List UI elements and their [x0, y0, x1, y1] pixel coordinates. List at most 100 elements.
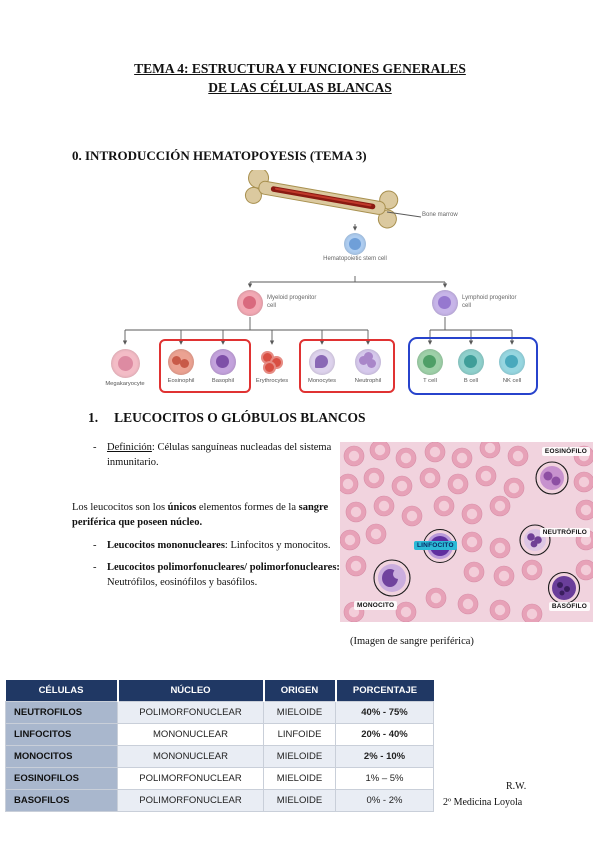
cell-label: Erythrocytes [255, 378, 289, 384]
red-highlight-eosinophil-basophil [159, 339, 251, 393]
cell-nucleus [180, 359, 189, 368]
para-bold-sangre: sangre periférica que poseen núcleo. [72, 502, 329, 529]
cell-celulas: NEUTROFILOS [5, 701, 118, 724]
definition-rest: : Células sanguíneas nucleadas del siste… [107, 442, 332, 469]
leucocitos-bullets: - Leucocitos mononucleares: Linfocitos y… [93, 538, 345, 598]
diagram-cell-monocytes: Monocytes [296, 349, 348, 384]
diagram-cell-b-cell: B cell [445, 349, 497, 384]
stem-cell-label: Hematopoietic stem cell [323, 256, 387, 262]
cell-origen: MIELOIDE [263, 767, 336, 790]
cell-nucleus [464, 355, 477, 368]
basofilo-label: BASÓFILO [548, 602, 590, 611]
cell-label: T cell [423, 378, 437, 384]
bullet-bold: Leucocitos polimorfonucleares/ polimorfo… [107, 562, 340, 574]
para-bold-unicos: únicos [167, 502, 197, 513]
linfocito-label: LINFOCITO [414, 541, 457, 550]
erythrocytes-illustration [259, 349, 285, 375]
para-pre: Los leucocitos son los [72, 502, 168, 513]
cell-label: Megakaryocyte [105, 381, 145, 387]
bullet-mononucleares: - Leucocitos mononucleares: Linfocitos y… [93, 538, 345, 553]
cell-label: Monocytes [307, 378, 337, 384]
bone-marrow-label: Bone marrow [422, 212, 458, 218]
bullet-bold: Leucocitos mononucleares [107, 540, 225, 551]
cell-nucleo: MONONUCLEAR [117, 723, 264, 746]
bullet-dash: - [93, 562, 97, 574]
cell-label: NK cell [502, 378, 522, 384]
cell-origen: LINFOIDE [263, 723, 336, 746]
footer-school: 2º Medicina Loyola [443, 797, 523, 808]
cell-nucleus [367, 359, 376, 368]
cell-celulas: EOSINOFILOS [5, 767, 118, 790]
monocyte-illustration [309, 349, 335, 375]
cell-origen: MIELOIDE [263, 701, 336, 724]
table-header-row: CÉLULAS NÚCLEO ORIGEN PORCENTAJE [5, 680, 434, 702]
megakaryocyte-illustration [110, 349, 140, 378]
footer-initials: R.W. [506, 781, 527, 792]
section1-number: 1. [88, 410, 99, 425]
monocyte-cell [373, 559, 411, 597]
cell-nucleus [423, 355, 436, 368]
diagram-cell-basophil: Basophil [197, 349, 249, 384]
myeloid-nucleus [243, 296, 256, 309]
cell-label: B cell [463, 378, 479, 384]
cell-label: Neutrophil [354, 378, 382, 384]
cell-origen: MIELOIDE [263, 745, 336, 768]
myeloid-progenitor-cell [237, 290, 263, 316]
erythrocyte [263, 361, 276, 374]
peripheral-blood-image: EOSINÓFILO NEUTRÓFILO LINFOCITO MONOCITO… [340, 442, 593, 622]
definition-term: Definición [107, 442, 152, 453]
b-cell-illustration [458, 349, 484, 375]
definition-text: Definición: Células sanguíneas nucleadas… [107, 440, 338, 470]
cell-nucleus [315, 355, 328, 368]
cell-label: Eosinophil [167, 378, 195, 384]
bullet-dash: - [93, 540, 97, 551]
lymphoid-progenitor-cell [432, 290, 458, 316]
cell-porcentaje: 0% - 2% [335, 789, 434, 812]
neutrophil-illustration [355, 349, 381, 375]
nk-cell-illustration [499, 349, 525, 375]
diagram-artwork [122, 170, 515, 345]
definition-bullet: - Definición: Células sanguíneas nuclead… [93, 440, 338, 470]
diagram-cell-erythrocytes: Erythrocytes [246, 349, 298, 384]
cell-celulas: BASOFILOS [5, 789, 118, 812]
hematopoiesis-diagram: Bone marrow Hematopoietic stem cell Myel… [90, 170, 560, 398]
para-mid: elementos formes de la [196, 502, 299, 513]
table-row-neutrofilos: NEUTROFILOS POLIMORFONUCLEAR MIELOIDE 40… [5, 701, 434, 724]
section1-heading: 1. LEUCOCITOS O GLÓBULOS BLANCOS [88, 410, 366, 426]
section0-heading: 0. INTRODUCCIÓN HEMATOPOYESIS (TEMA 3) [72, 148, 367, 163]
table-row-basofilos: BASOFILOS POLIMORFONUCLEAR MIELOIDE 0% -… [5, 789, 434, 812]
image-caption: (Imagen de sangre periférica) [350, 636, 474, 647]
cell-nucleo: POLIMORFONUCLEAR [117, 701, 264, 724]
header-nucleo: NÚCLEO [117, 680, 265, 702]
diagram-cell-neutrophil: Neutrophil [342, 349, 394, 384]
lymphoid-progenitor-label: Lymphoid progenitor cell [462, 295, 517, 309]
neutrofilo-label: NEUTRÓFILO [539, 528, 590, 537]
bullet-text: Leucocitos mononucleares: Linfocitos y m… [107, 538, 331, 553]
bullet-text: Leucocitos polimorfonucleares/ polimorfo… [107, 560, 345, 590]
eosinofilo-label: EOSINÓFILO [541, 447, 590, 456]
cell-nucleus [172, 356, 181, 365]
cell-nucleus [216, 355, 229, 368]
section1-title: LEUCOCITOS O GLÓBULOS BLANCOS [114, 410, 366, 425]
leucocitos-paragraph: Los leucocitos son los únicos elementos … [72, 500, 330, 530]
cell-porcentaje: 20% - 40% [335, 723, 434, 746]
diagram-cell-megakaryocyte: Megakaryocyte [99, 349, 151, 387]
cell-nucleo: POLIMORFONUCLEAR [117, 767, 264, 790]
eosinophil-cell [535, 461, 569, 495]
table-row-monocitos: MONOCITOS MONONUCLEAR MIELOIDE 2% - 10% [5, 745, 434, 768]
cell-nucleo: MONONUCLEAR [117, 745, 264, 768]
cell-porcentaje: 2% - 10% [335, 745, 434, 768]
stem-cell-nucleus [349, 238, 361, 250]
cell-porcentaje: 40% - 75% [335, 701, 434, 724]
cell-nucleus [359, 356, 368, 365]
title-line-1: TEMA 4: ESTRUCTURA Y FUNCIONES GENERALES [134, 61, 466, 76]
document-title: TEMA 4: ESTRUCTURA Y FUNCIONES GENERALES… [0, 60, 600, 98]
cell-nucleus [364, 352, 373, 361]
basophil-illustration [210, 349, 236, 375]
header-celulas: CÉLULAS [5, 680, 119, 702]
header-porcentaje: PORCENTAJE [335, 680, 434, 702]
eosinophil-illustration [168, 349, 194, 375]
bullet-polimorfonucleares: - Leucocitos polimorfonucleares/ polimor… [93, 560, 345, 590]
cell-nucleus [117, 356, 133, 371]
cell-nucleo: POLIMORFONUCLEAR [117, 789, 264, 812]
